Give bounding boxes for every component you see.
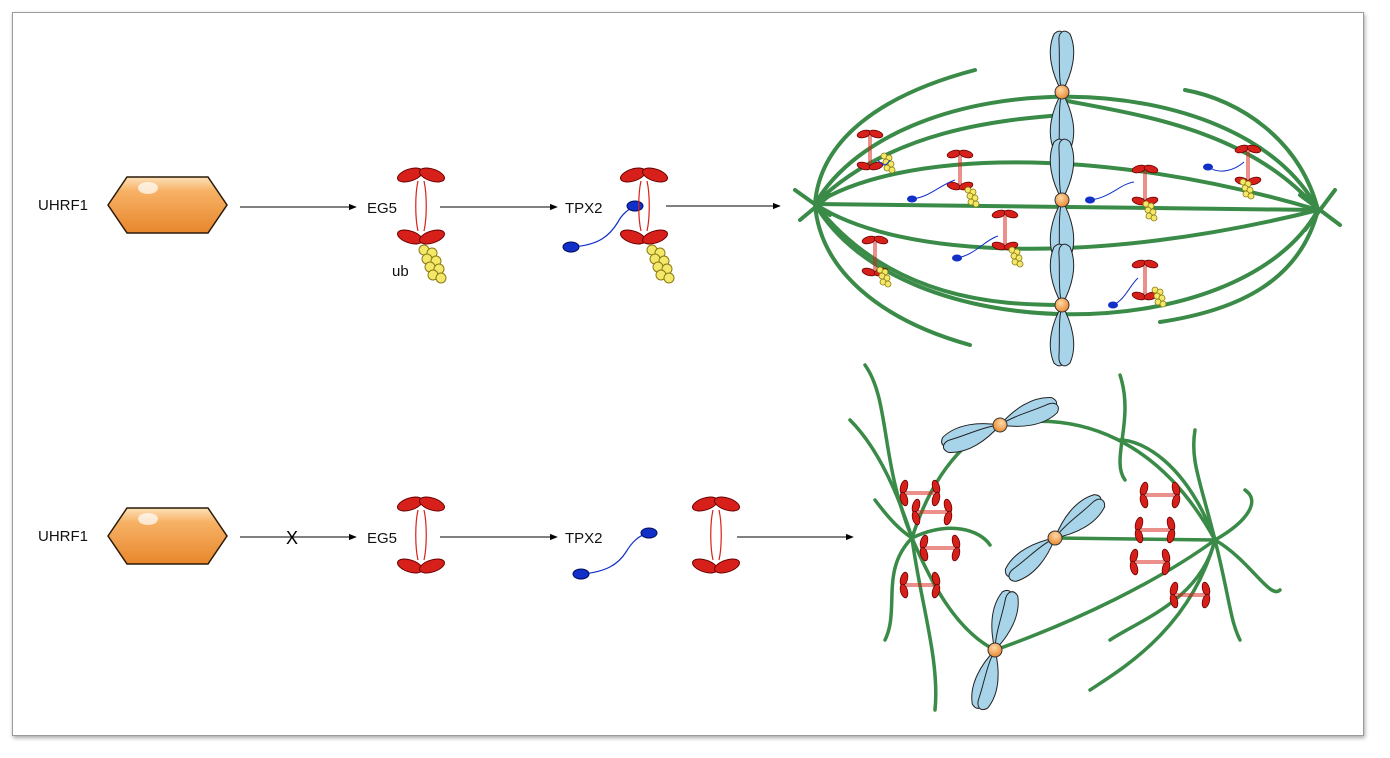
row2-uhrf1-hexagon bbox=[107, 507, 228, 565]
mt-18 bbox=[1088, 538, 1217, 692]
spindle-pole-right bbox=[1298, 188, 1342, 232]
figure-frame bbox=[12, 12, 1364, 736]
spindle-mt-mid-bottom bbox=[813, 202, 1320, 251]
spindle-ub-7 bbox=[1151, 286, 1167, 308]
mt-5 bbox=[1053, 536, 1217, 542]
mt-9 bbox=[883, 536, 914, 642]
spindle-motor-6 bbox=[1233, 143, 1263, 187]
mt-3 bbox=[910, 536, 997, 652]
spindle-ub-5 bbox=[1142, 200, 1158, 222]
row2-pathway: UHRF1 X EG5 TPX2 bbox=[38, 493, 854, 580]
mt-11 bbox=[910, 526, 992, 547]
row2-eg5-label: EG5 bbox=[367, 530, 397, 547]
disorg-motor-2 bbox=[918, 533, 962, 563]
spindle-motor-2 bbox=[945, 148, 975, 192]
disorg-motor-7 bbox=[1128, 547, 1172, 577]
spindle-mt-center bbox=[813, 202, 1320, 212]
spindle-pole-left bbox=[793, 188, 832, 222]
spindle-mt-astral-3 bbox=[1183, 88, 1320, 212]
disorganized-spindle bbox=[848, 363, 1282, 712]
row1-pathway: UHRF1 EG5 ub TPX2 bbox=[38, 164, 781, 284]
mt-4 bbox=[993, 538, 1217, 652]
spindle-mt-astral-2 bbox=[813, 202, 972, 347]
row2-uhrf1-label: UHRF1 bbox=[38, 528, 88, 545]
chromosome-d3 bbox=[967, 587, 1023, 713]
row1-tpx2-head-1 bbox=[562, 241, 580, 253]
spindle-mt-astral-1 bbox=[813, 68, 977, 206]
spindle-mt-outer-bottom bbox=[813, 202, 1320, 317]
row2-eg5-motor bbox=[395, 493, 447, 577]
row1-tpx2-eg5-motor bbox=[618, 164, 670, 248]
mt-14 bbox=[1191, 428, 1217, 542]
row2-tpx2-linker bbox=[581, 533, 647, 575]
row1-ubiquitin-chain bbox=[418, 244, 447, 284]
spindle-motor-3 bbox=[990, 208, 1020, 252]
chromosome-d1 bbox=[938, 392, 1062, 458]
row2-hexagon-highlight bbox=[138, 513, 158, 525]
spindle-ub-4 bbox=[876, 266, 892, 288]
row2-tpx2-head-1 bbox=[572, 568, 590, 580]
spindle-mt-top-right bbox=[1060, 98, 1320, 212]
row2-free-eg5-motor bbox=[690, 493, 742, 577]
row1-uhrf1-label: UHRF1 bbox=[38, 197, 88, 214]
row1-eg5-label: EG5 bbox=[367, 200, 397, 217]
mt-12 bbox=[1118, 373, 1127, 482]
mt-15 bbox=[1213, 488, 1254, 542]
mt-16 bbox=[1213, 538, 1282, 594]
disorganized-chromosomes bbox=[938, 392, 1110, 713]
mt-8 bbox=[873, 498, 914, 540]
spindle-motors bbox=[855, 128, 1263, 309]
spindle-mt-top-left bbox=[813, 113, 1064, 206]
row2-blocked-mark: X bbox=[286, 528, 298, 548]
mt-13 bbox=[1118, 438, 1217, 542]
bipolar-spindle bbox=[793, 68, 1342, 347]
mt-10 bbox=[910, 536, 938, 712]
row1-uhrf1-hexagon bbox=[107, 176, 228, 234]
row1-tpx2-label: TPX2 bbox=[565, 200, 603, 217]
mt-7 bbox=[848, 418, 914, 540]
mt-19 bbox=[1213, 538, 1242, 642]
row1-hexagon-highlight bbox=[138, 182, 158, 194]
row1-ub-label: ub bbox=[392, 263, 409, 280]
spindle-mt-mid-top bbox=[813, 160, 1320, 212]
spindle-mt-bottom-left bbox=[813, 202, 1064, 307]
chromosome-middle bbox=[1049, 138, 1075, 262]
row2-tpx2-head-2 bbox=[640, 527, 658, 539]
disorg-motor-5 bbox=[1138, 480, 1182, 510]
row1-eg5-motor bbox=[395, 164, 447, 248]
spindle-mt-astral-4 bbox=[1158, 208, 1320, 324]
chromosome-top bbox=[1049, 30, 1075, 154]
row2-tpx2-label: TPX2 bbox=[565, 530, 603, 547]
spindle-mt-outer-top bbox=[813, 94, 1320, 212]
row1-tpx2-head-2 bbox=[626, 200, 644, 212]
row1-tpx2-ubiquitin-chain bbox=[646, 244, 675, 284]
